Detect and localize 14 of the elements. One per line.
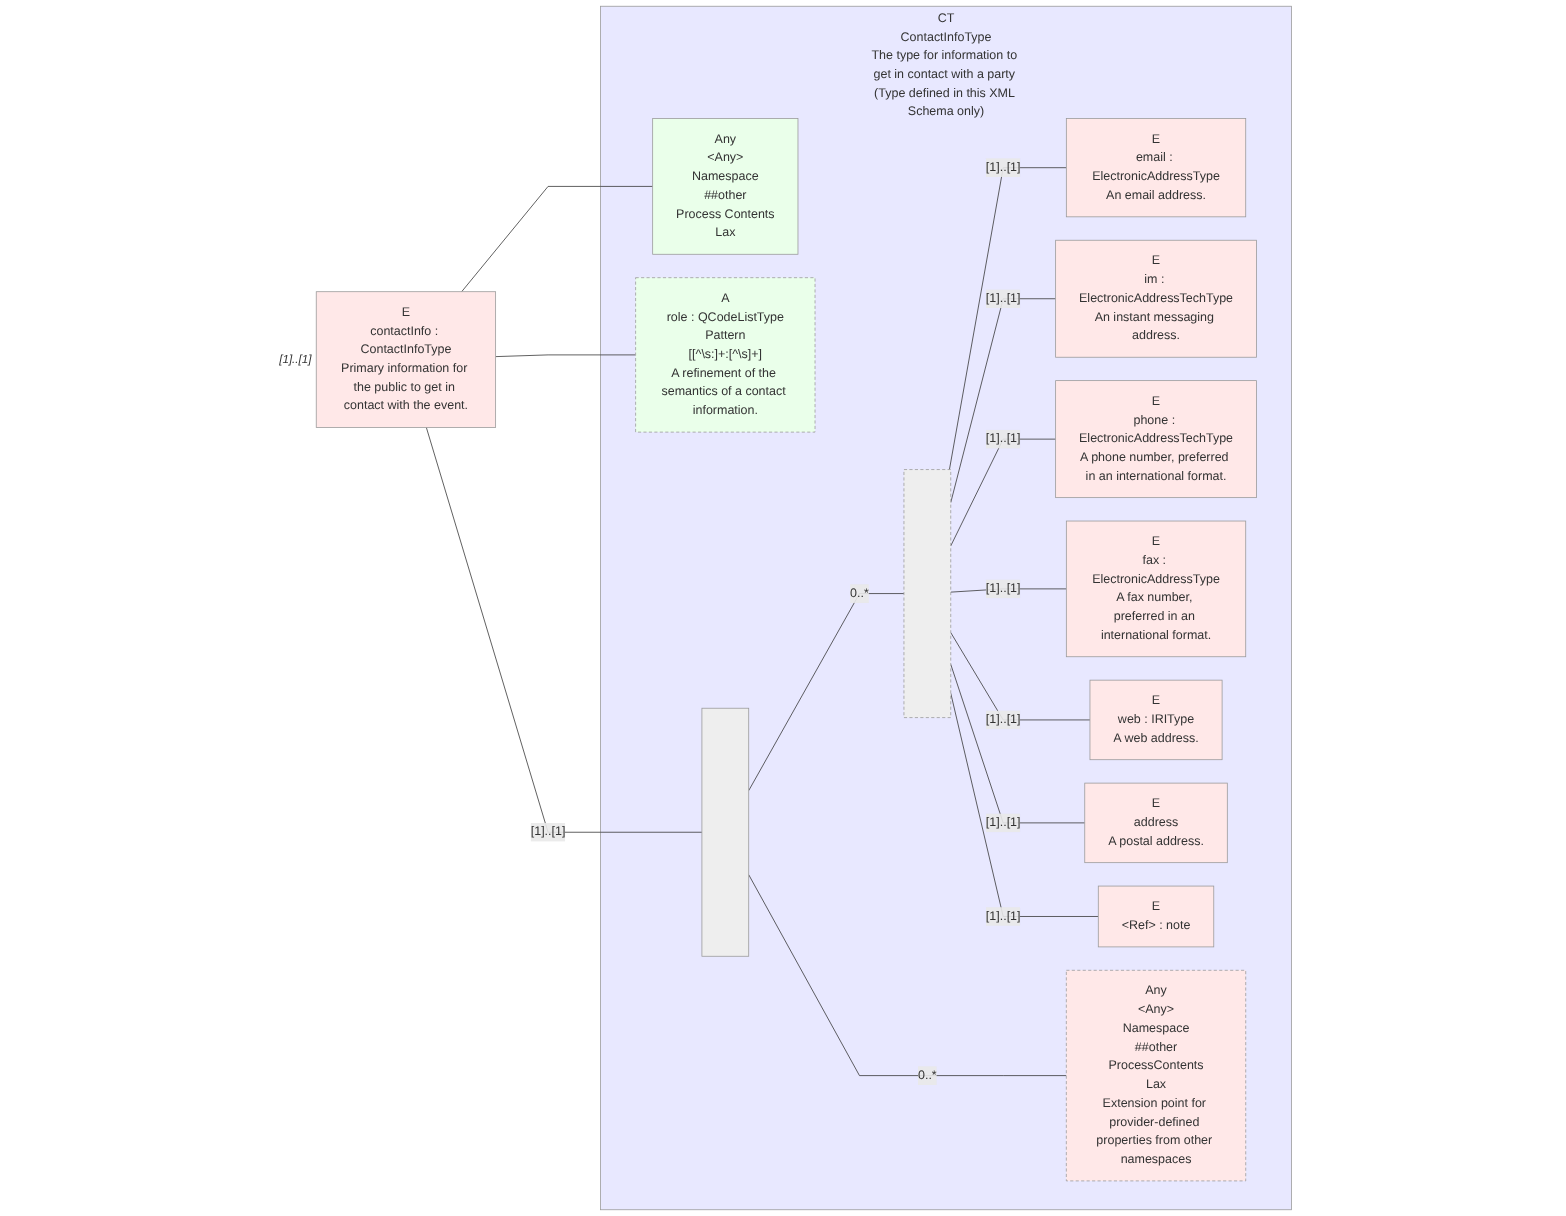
connector (748, 593, 905, 791)
connector (950, 692, 1099, 917)
connector (949, 167, 1067, 470)
node-bar (903, 469, 952, 718)
node-bar (701, 707, 750, 957)
connector (950, 438, 1057, 547)
connector (950, 588, 1067, 593)
connector (950, 663, 1086, 824)
connector (425, 427, 703, 833)
connector (461, 186, 654, 293)
connector (950, 632, 1091, 721)
connector (950, 298, 1057, 503)
connector (748, 874, 1067, 1076)
connector (495, 354, 636, 357)
